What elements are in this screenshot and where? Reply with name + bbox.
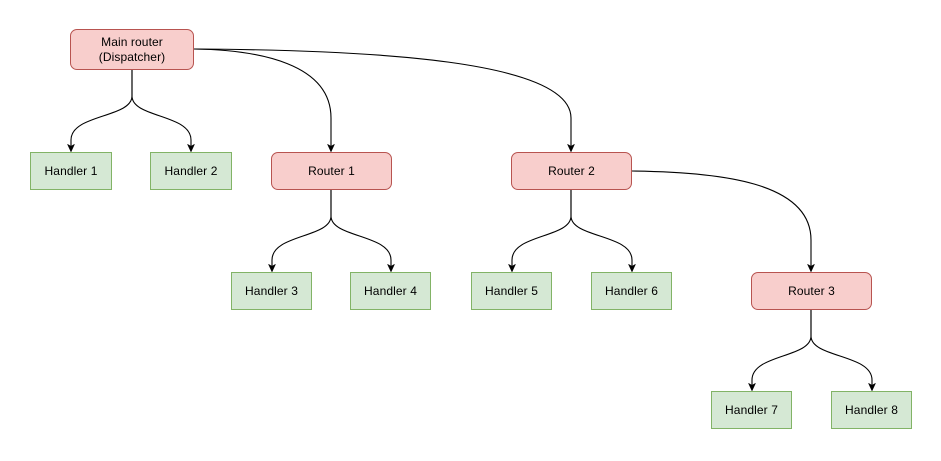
- node-router-2[interactable]: Router 2: [511, 152, 632, 190]
- node-label: Handler 4: [364, 283, 417, 298]
- node-handler-7[interactable]: Handler 7: [711, 391, 792, 429]
- node-label: Handler 1: [44, 163, 98, 178]
- node-handler-3[interactable]: Handler 3: [231, 272, 312, 310]
- node-main-router[interactable]: Main router (Dispatcher): [70, 29, 194, 70]
- node-label: Handler 7: [725, 402, 778, 417]
- edge-router-1-to-handler-4: [330, 189, 395, 273]
- edge-router-3-to-handler-7: [748, 309, 812, 392]
- edge-router-3-to-handler-8: [810, 309, 876, 392]
- node-label: Router 3: [788, 283, 835, 298]
- node-label: Handler 2: [164, 163, 218, 178]
- node-handler-5[interactable]: Handler 5: [471, 272, 552, 310]
- node-handler-2[interactable]: Handler 2: [150, 152, 232, 190]
- node-label: Handler 8: [845, 402, 898, 417]
- node-handler-6[interactable]: Handler 6: [591, 272, 672, 310]
- edge-main-to-handler-1: [67, 69, 133, 153]
- node-label: Handler 3: [245, 283, 298, 298]
- edge-main-to-handler-2: [131, 69, 195, 153]
- node-router-3[interactable]: Router 3: [751, 272, 872, 310]
- node-handler-4[interactable]: Handler 4: [350, 272, 431, 310]
- node-handler-1[interactable]: Handler 1: [30, 152, 112, 190]
- edge-main-to-router-2: [193, 48, 575, 153]
- edge-router-2-to-handler-5: [508, 189, 572, 273]
- edge-main-to-router-1: [193, 48, 335, 153]
- node-label: Main router (Dispatcher): [98, 34, 166, 64]
- edge-router-2-to-handler-6: [570, 189, 636, 273]
- node-handler-8[interactable]: Handler 8: [831, 391, 912, 429]
- edge-router-1-to-handler-3: [268, 189, 332, 273]
- node-label: Handler 5: [485, 283, 538, 298]
- edge-router-2-to-router-3: [631, 170, 815, 273]
- node-label: Handler 6: [605, 283, 658, 298]
- node-label: Router 1: [308, 163, 355, 178]
- node-label: Router 2: [548, 163, 595, 178]
- node-router-1[interactable]: Router 1: [271, 152, 392, 190]
